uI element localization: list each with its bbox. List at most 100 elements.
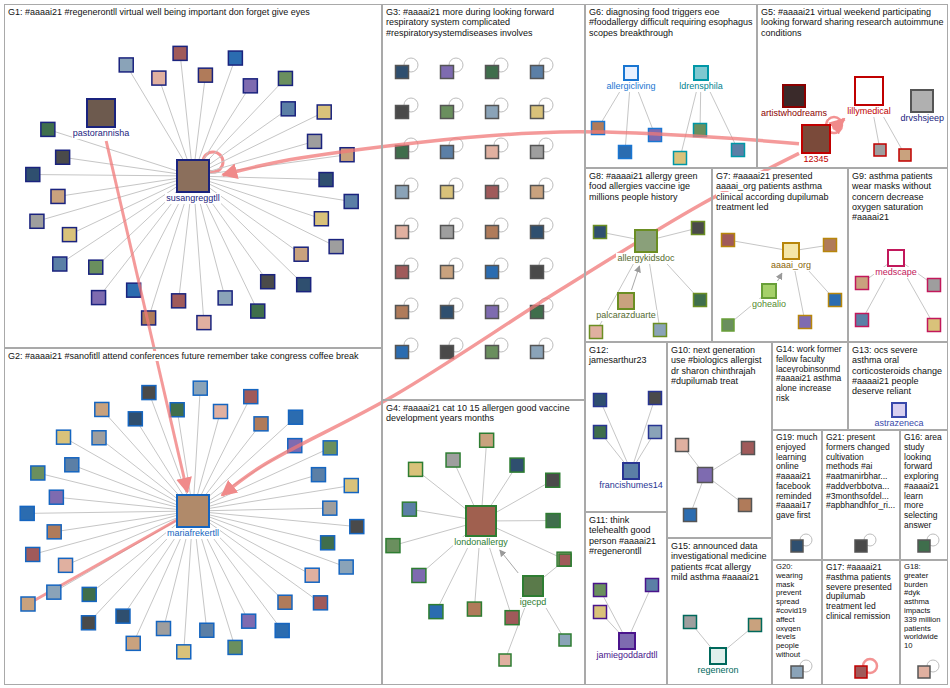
user-node: drvshsjeep (899, 89, 945, 124)
group-heading: G20: wearing mask prevent spread #covid1… (773, 561, 821, 662)
avatar-icon (251, 304, 265, 318)
avatar-icon (486, 146, 499, 159)
avatar-icon (684, 616, 697, 629)
group-label: G5: #aaaai21 virtual weekend participati… (761, 7, 944, 38)
avatar-icon (594, 426, 607, 439)
user-label: mariafrekertll (166, 528, 220, 539)
group-heading: G17: #aaaai21 #asthma patients severe pr… (823, 561, 899, 624)
user-node: artistwhodreams (760, 84, 828, 119)
avatar-icon (396, 66, 409, 79)
avatar-image (782, 242, 800, 260)
avatar-icon (275, 624, 289, 638)
avatar-icon (594, 606, 607, 619)
group-label: G9: asthma patients wear masks without c… (852, 171, 933, 222)
avatar-icon (856, 277, 869, 290)
group-heading: G18: greater burden #dyk asthma impacts … (901, 561, 947, 653)
avatar-icon (243, 79, 257, 93)
group-box: G15: announced data investigational medi… (667, 538, 772, 685)
avatar-icon (409, 462, 423, 476)
user-label: francishumes14 (598, 480, 664, 491)
avatar-icon (92, 291, 106, 305)
group-box: G21: present formers changed cultivation… (822, 430, 900, 560)
group-heading: G19: much enjoyed learning online #aaaai… (773, 431, 821, 523)
group-label: G14: work former fellow faculty laceyrob… (776, 344, 842, 403)
avatar-icon (874, 144, 886, 156)
avatar-image (693, 65, 709, 81)
avatar-icon (557, 552, 571, 566)
avatar-icon (499, 654, 511, 666)
group-box: G11: think telehealth good person #aaaai… (585, 512, 667, 685)
avatar-icon (694, 294, 707, 307)
avatar-icon (317, 105, 331, 119)
user-label: drvshsjeep (899, 113, 945, 124)
group-label: G12: jamesarthur23 (589, 345, 647, 365)
avatar-icon (321, 536, 335, 550)
avatar-icon (30, 214, 44, 228)
avatar-icon (441, 146, 454, 159)
spoke-line (193, 511, 312, 575)
avatar-image (761, 283, 777, 299)
avatar-icon (396, 306, 409, 319)
group-heading: G12: jamesarthur23 (586, 343, 666, 368)
avatar-image (854, 76, 884, 106)
group-box: G8: #aaaai21 allergy green food allergie… (585, 168, 712, 342)
group-box: G9: asthma patients wear masks without c… (848, 168, 948, 342)
user-node: regeneron (696, 647, 739, 676)
group-box: G16: area study looking forward explorin… (900, 430, 948, 560)
user-node: allergicliving (605, 65, 656, 92)
avatar-icon (157, 622, 171, 636)
user-node: igecpd (519, 575, 548, 608)
avatar-icon (590, 326, 603, 339)
avatar-icon (314, 212, 328, 226)
user-node: susangreggtll (165, 159, 221, 204)
avatar-icon (742, 442, 755, 455)
avatar-icon (749, 619, 762, 632)
spoke-line (193, 176, 326, 180)
avatar-icon (856, 314, 869, 327)
avatar-icon (546, 514, 560, 528)
group-heading: G13: ocs severe asthma oral corticostero… (849, 343, 947, 399)
avatar-icon (89, 260, 103, 274)
avatar-icon (396, 186, 409, 199)
group-box: G6: diagnosing food triggers eoe #foodal… (585, 4, 757, 168)
avatar-image (522, 575, 544, 597)
avatar-icon (308, 134, 322, 148)
user-node: astrazeneca (873, 402, 924, 429)
avatar-icon (649, 426, 662, 439)
avatar-icon (47, 525, 61, 539)
avatar-icon (531, 346, 544, 359)
avatar-icon (791, 540, 803, 552)
spoke-line (38, 473, 193, 511)
group-label: G4: #aaaai21 cat 10 15 allergen good vac… (386, 403, 570, 423)
avatar-icon (213, 404, 227, 418)
avatar-icon (56, 150, 70, 164)
avatar-icon (21, 597, 35, 611)
avatar-icon (824, 239, 837, 252)
spoke-line (28, 511, 193, 604)
user-label: gohealio (751, 299, 787, 310)
group-heading: G7: #aaaai21 presented aaaai_org patient… (713, 169, 847, 214)
group-heading: G15: announced data investigational medi… (668, 539, 771, 584)
avatar-icon (486, 266, 499, 279)
group-label: G13: ocs severe asthma oral corticostero… (852, 345, 942, 396)
edge-group (106, 119, 844, 573)
user-label: 12345 (802, 154, 829, 165)
avatar-icon (486, 66, 499, 79)
avatar-icon (81, 616, 95, 630)
avatar-icon (329, 240, 343, 254)
user-node: londonallergy (453, 505, 509, 548)
group-box: G17: #aaaai21 #asthma patients severe pr… (822, 560, 900, 685)
avatar-icon (722, 234, 735, 247)
group-label: G2: #aaaai21 #sanofitll attend conferenc… (8, 351, 359, 361)
group-box: G14: work former fellow faculty laceyrob… (772, 342, 848, 430)
avatar-icon (505, 611, 519, 625)
user-label: allergykidsdoc (616, 253, 675, 264)
group-label: G8: #aaaai21 allergy green food allergie… (589, 171, 698, 202)
avatar-icon (649, 392, 662, 405)
avatar-icon (242, 614, 256, 628)
avatar-icon (323, 501, 337, 515)
group-label: G15: announced data investigational medi… (671, 541, 767, 582)
group-box: G13: ocs severe asthma oral corticostero… (848, 342, 948, 430)
user-node: francishumes14 (598, 462, 664, 491)
avatar-icon (619, 146, 632, 159)
